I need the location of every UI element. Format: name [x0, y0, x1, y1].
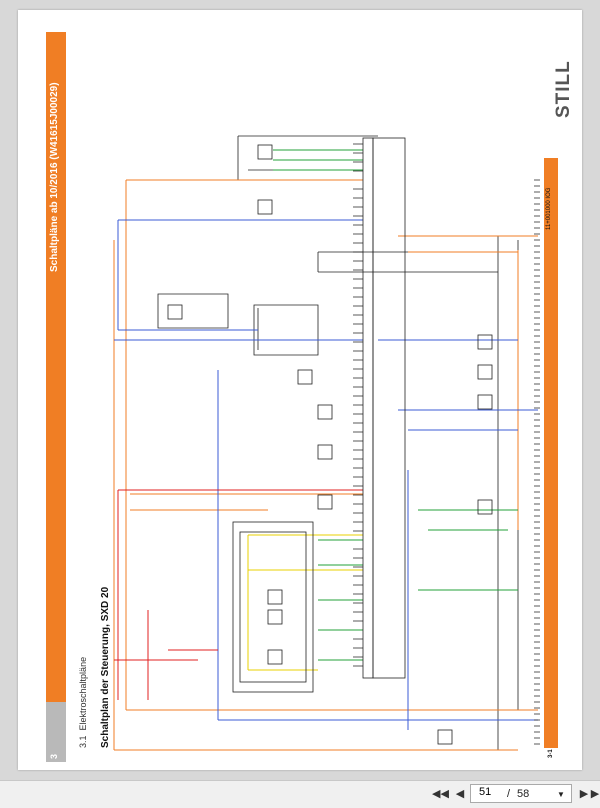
red-wires: [114, 489, 363, 700]
page-number-input[interactable]: [477, 785, 511, 799]
relay-7: [267, 589, 283, 605]
drawing-number: 11+001000 IOG: [546, 187, 552, 230]
section-band: [46, 702, 66, 762]
wiring-diagram: [113, 135, 540, 751]
relay-13: [477, 499, 493, 515]
relay-1: [257, 199, 273, 215]
viewer-toolbar: ◀◀ ◀ / 58 ▼ ▶ ▶: [0, 780, 600, 808]
black-wires: [157, 135, 519, 750]
main-connector-frame: [372, 137, 406, 679]
page-separator: /: [507, 788, 511, 800]
red-harness: [114, 489, 363, 700]
skip-first-icon[interactable]: ◀◀: [432, 788, 449, 800]
green-harness: [273, 149, 518, 661]
document-viewer[interactable]: Schaltpläne ab 10/2016 (W41615J00029) 3 …: [0, 0, 600, 780]
yellow-harness: [247, 534, 363, 671]
plan-title: Schaltplan der Steuerung, SXD 20: [100, 586, 111, 748]
relay-6: [317, 494, 333, 510]
relay-8: [267, 609, 283, 625]
relay-2: [167, 304, 183, 320]
page-selector[interactable]: / 58 ▼: [470, 784, 572, 803]
total-pages: 58: [517, 788, 530, 800]
relay-3: [297, 369, 313, 385]
green-wires: [273, 149, 518, 661]
still-logo: STILL: [553, 60, 574, 118]
section-label-text: Elektroschaltpläne: [78, 656, 88, 731]
prev-icon[interactable]: ◀: [455, 788, 465, 800]
relay-9: [267, 649, 283, 665]
schematic-page: Schaltpläne ab 10/2016 (W41615J00029) 3 …: [18, 10, 582, 770]
blue-harness: [114, 219, 538, 730]
dropdown-icon[interactable]: ▼: [557, 790, 565, 799]
relay-4: [317, 404, 333, 420]
relay-14: [437, 729, 453, 745]
header-band: [46, 32, 66, 762]
section-number: 3: [49, 753, 59, 759]
skip-last-icon[interactable]: ▶: [590, 788, 600, 800]
document-side-title: Schaltpläne ab 10/2016 (W41615J00029): [49, 82, 60, 272]
main-connector: [362, 137, 374, 679]
components: [167, 137, 493, 745]
next-icon[interactable]: ▶: [579, 788, 589, 800]
section-label: 3.1 Elektroschaltpläne: [78, 657, 88, 748]
display-module: [232, 521, 314, 693]
drawing-number-band: [544, 158, 558, 748]
document-page-number: 3-1: [548, 749, 554, 758]
section-number-label: 3.1: [78, 735, 88, 748]
relay-5: [317, 444, 333, 460]
connector-pins: [353, 143, 363, 667]
blue-wires: [114, 219, 538, 730]
controller-outline: [157, 293, 319, 356]
relay-12: [477, 394, 493, 410]
reference-ruler: [534, 179, 540, 745]
black-bus: [237, 135, 519, 750]
orange-harness: [113, 179, 538, 751]
display-module-inner: [239, 531, 307, 683]
ruler-ticks: [534, 179, 540, 745]
relay-11: [477, 364, 493, 380]
relay-0: [257, 144, 273, 160]
relay-10: [477, 334, 493, 350]
orange-wires: [113, 179, 538, 751]
yellow-wires: [247, 534, 363, 671]
